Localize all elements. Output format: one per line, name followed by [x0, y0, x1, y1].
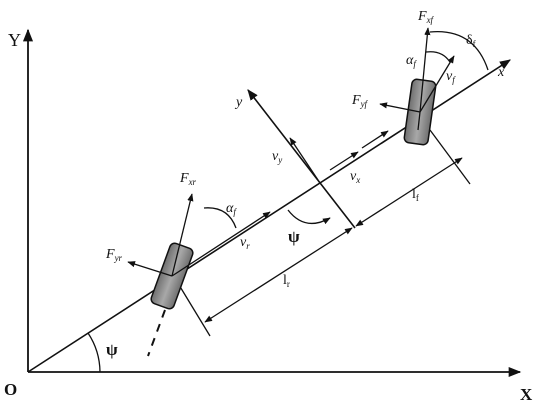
delta-front-label: δf — [466, 33, 476, 49]
vf-arrow — [419, 55, 455, 113]
lf-dimension — [355, 157, 463, 227]
psi-body-arc — [287, 209, 331, 225]
alpha-front-label: αf — [406, 53, 417, 69]
alpha-rear-label: αf — [226, 201, 237, 217]
fyr-arrow — [127, 261, 173, 277]
lf-label: lf — [412, 187, 419, 203]
vx-arrow — [329, 151, 359, 171]
fxf-label: Fxf — [417, 9, 435, 25]
fyf-label: Fyf — [351, 93, 369, 109]
front-lateral-line — [417, 111, 421, 131]
x-axis-label: X — [520, 385, 533, 404]
vy-arrow — [289, 137, 319, 181]
fxr-label: Fxr — [179, 171, 197, 187]
front-dimension-tick — [429, 129, 471, 185]
psi-origin-arc — [87, 332, 101, 373]
fyr-label: Fyr — [105, 247, 123, 263]
body-x-axis-label: x — [497, 65, 505, 80]
fxr-arrow — [171, 193, 194, 277]
length-dimensions: lr lf — [175, 129, 471, 337]
vx-label: vx — [350, 169, 360, 185]
vy-label: vy — [272, 149, 282, 165]
delta-front-arc — [429, 31, 489, 71]
fyf-arrow — [379, 102, 421, 113]
lr-label: lr — [283, 273, 290, 289]
vr-label: vr — [240, 235, 250, 251]
global-axes: Y X O — [4, 28, 533, 404]
vr-arrow — [171, 211, 271, 277]
vehicle-longitudinal-axis — [27, 59, 511, 373]
psi-origin-label: ψ — [106, 340, 118, 359]
fxf-arrow — [419, 27, 431, 113]
origin-label: O — [4, 380, 17, 399]
psi-body-label: ψ — [288, 227, 300, 246]
alpha-rear-arc — [203, 207, 237, 229]
vf-label: vf — [446, 69, 456, 85]
body-y-axis — [247, 89, 356, 229]
front-axis-arrow — [361, 130, 389, 149]
y-axis-label: Y — [8, 30, 21, 50]
rear-dimension-tick — [175, 279, 211, 337]
body-y-axis-label: y — [234, 95, 243, 110]
rear-wheel-dash — [147, 309, 166, 357]
alpha-front-arc — [425, 51, 451, 63]
lr-dimension — [204, 227, 353, 323]
